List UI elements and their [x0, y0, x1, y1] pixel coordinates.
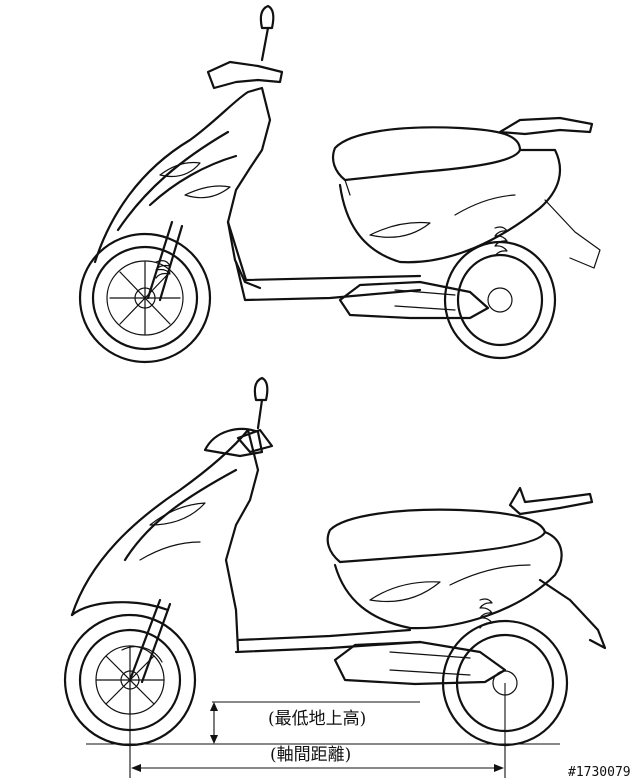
rear-wheel-top: [443, 240, 557, 360]
watermark-text: #1730079: [568, 765, 631, 780]
scooter-top-view: [78, 4, 601, 364]
wheelbase-label: (軸間距離): [270, 745, 351, 765]
scooter-side-view: [63, 376, 607, 747]
dimension-annotations: (最低地上高) (軸間距離): [86, 680, 560, 778]
ground-clearance-label: (最低地上高): [268, 709, 366, 729]
front-wheel-top: [78, 232, 212, 364]
clearance-arrow-down: [210, 735, 218, 744]
wheelbase-arrow-left: [131, 764, 141, 772]
clearance-arrow-up: [210, 702, 218, 711]
wheelbase-arrow-right: [494, 764, 504, 772]
